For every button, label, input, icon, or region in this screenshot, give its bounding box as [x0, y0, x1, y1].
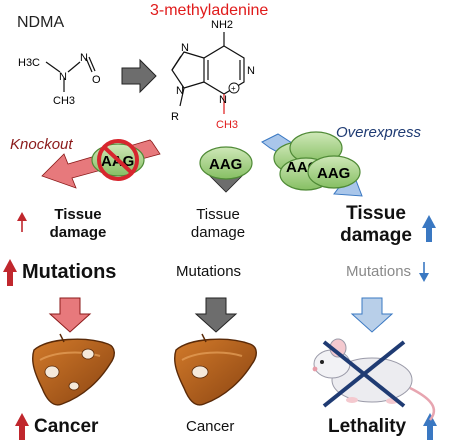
ndma-ch3-label: CH3	[53, 95, 75, 107]
middle-down-arrow	[194, 297, 238, 333]
aag-normal-enzyme: AAG	[199, 146, 253, 180]
ma-r: R	[171, 111, 179, 123]
conversion-arrow	[121, 58, 157, 94]
middle-tissue-line2: damage	[190, 224, 246, 241]
middle-tissue-damage: Tissue damage	[180, 206, 256, 242]
liver-with-tumors	[32, 333, 115, 406]
middle-mutations: Mutations	[176, 263, 242, 280]
aag-knockout-enzyme: AAG	[91, 139, 145, 181]
left-tissue-up-arrow	[17, 212, 27, 232]
right-lethality: Lethality	[328, 416, 407, 437]
lethality-x-icon	[322, 340, 406, 408]
right-mutations: Mutations	[346, 263, 412, 280]
right-mutations-down-arrow	[419, 262, 429, 282]
liver-with-tumor	[174, 333, 257, 406]
nh2-label: NH2	[211, 19, 233, 31]
right-lethality-up-arrow	[423, 413, 437, 440]
left-tissue-damage: Tissue damage	[36, 206, 120, 242]
charge-symbol: +	[231, 84, 236, 93]
middle-tissue-line1: Tissue	[196, 206, 240, 223]
ma-n3: N	[219, 94, 227, 106]
right-tissue-line2: damage	[340, 225, 412, 246]
ndma-n-amine: N	[59, 71, 67, 83]
aag-overexpress-enzymes: AAG AAG	[273, 131, 361, 191]
right-tissue-damage: Tissue damage	[330, 203, 422, 247]
left-cancer: Cancer	[34, 416, 99, 437]
ma-n7: N	[181, 42, 189, 54]
left-down-arrow	[48, 297, 92, 333]
left-tissue-line1: Tissue	[54, 206, 102, 223]
three-methyladenine-label: 3-methyladenine	[150, 2, 269, 19]
right-tissue-line1: Tissue	[346, 203, 406, 224]
prohibited-icon	[97, 139, 139, 181]
left-cancer-up-arrow	[15, 413, 29, 440]
knockout-label: Knockout	[10, 136, 73, 153]
ndma-o: O	[92, 74, 101, 86]
overexpress-label: Overexpress	[336, 124, 422, 141]
middle-cancer: Cancer	[186, 418, 235, 435]
left-mutations-up-arrow	[3, 259, 17, 286]
aag-label-middle: AAG	[209, 156, 242, 173]
ndma-n-nitroso: N	[80, 52, 88, 64]
left-tissue-line2: damage	[49, 224, 107, 241]
right-tissue-up-arrow	[422, 215, 436, 242]
ma-methyl-label: CH3	[216, 119, 238, 131]
aag-label-right-b: AAG	[317, 165, 350, 182]
right-down-arrow	[350, 297, 394, 333]
three-ma-structure	[171, 32, 245, 114]
ndma-structure	[45, 56, 96, 92]
left-mutations: Mutations	[22, 261, 117, 283]
positive-charge-icon	[228, 82, 240, 94]
ndma-h3c-label: H3C	[18, 57, 40, 69]
ndma-label: NDMA	[17, 14, 65, 31]
ma-n9: N	[176, 85, 184, 97]
ma-n1: N	[247, 65, 255, 77]
